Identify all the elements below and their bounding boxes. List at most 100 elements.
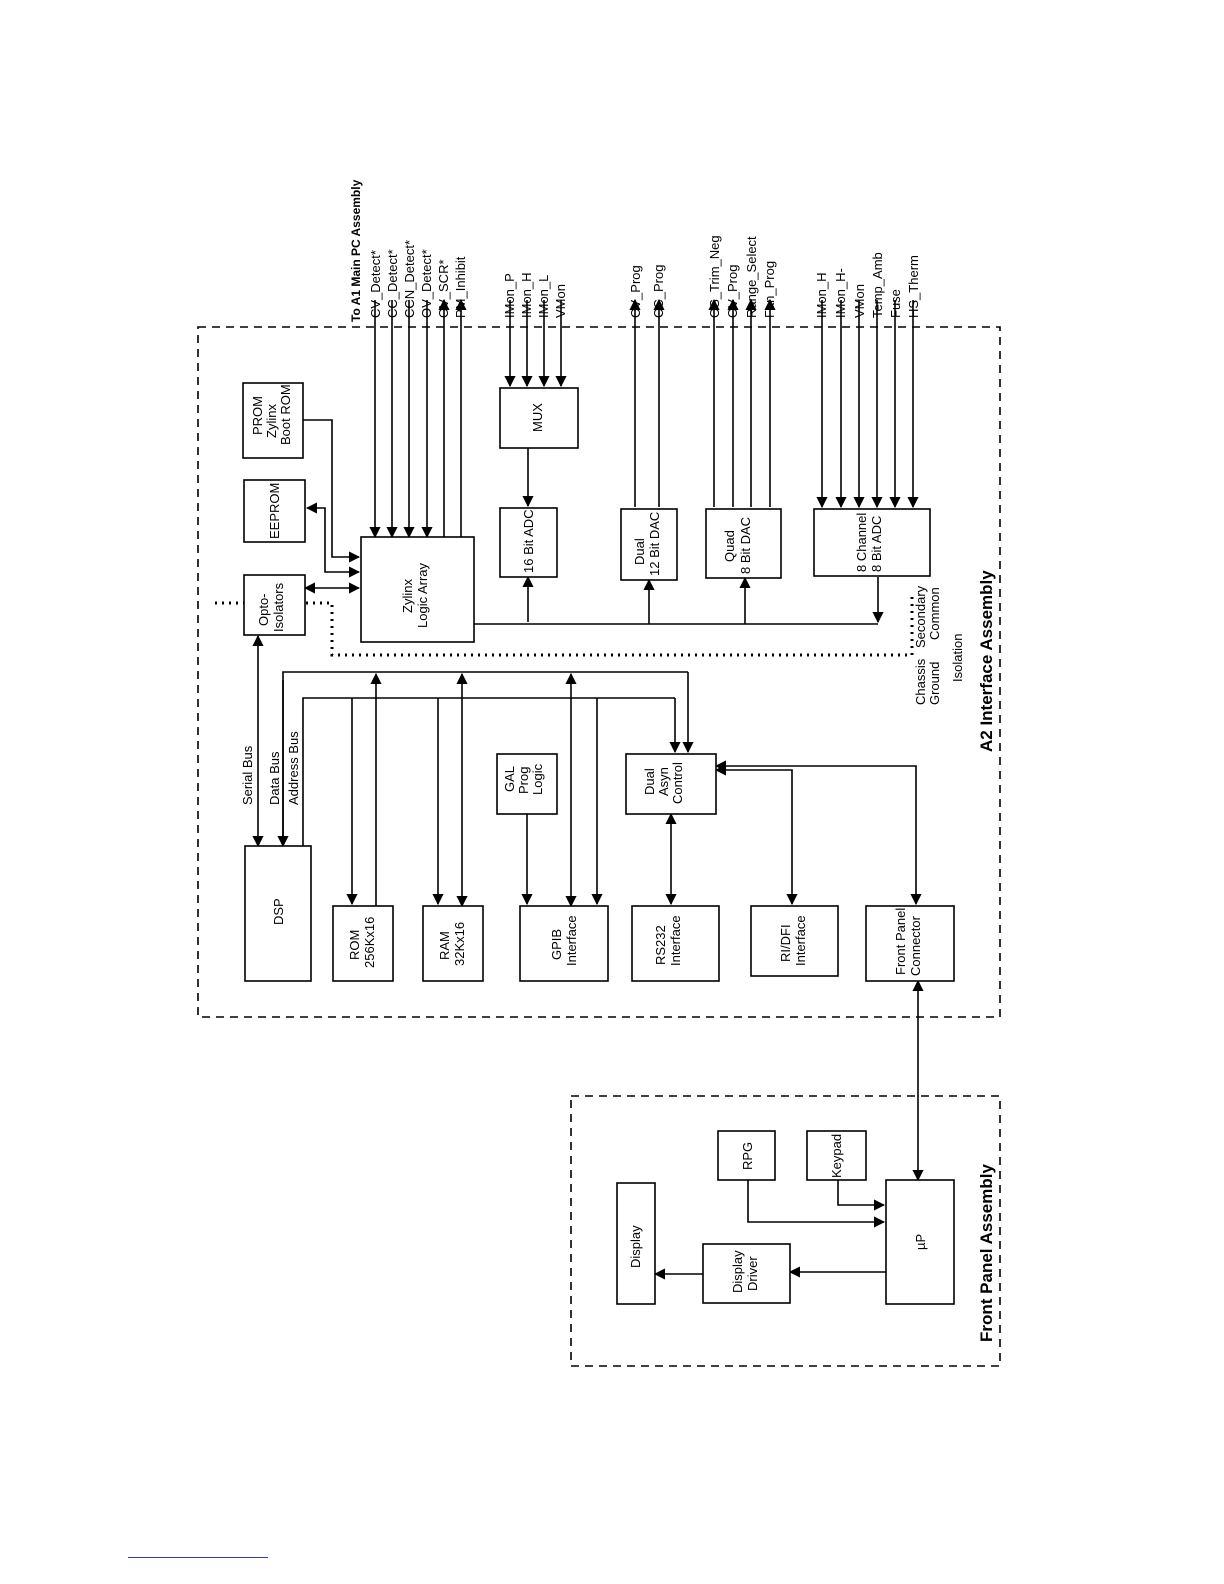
- quad-dac-signal-names: OS_Trim_Neg OV_Prog Range_Select Fan_Pro…: [707, 235, 777, 318]
- block-gpib-interface: GPIB Interface: [519, 905, 609, 982]
- adc8-signal-lines: [816, 300, 919, 509]
- block-label: Control: [670, 762, 685, 804]
- block-ridfi-interface: RI/DFI Interface: [750, 905, 839, 977]
- block-label: PROM: [250, 396, 265, 435]
- address-bus-label: Address Bus: [286, 731, 301, 805]
- block-label: Quad: [722, 530, 737, 562]
- isolation-labels: Secondary Common Chassis Ground Isolatio…: [913, 585, 965, 705]
- block-label: Opto-: [256, 593, 271, 626]
- adc8-signal-names: IMon_H IMon_H- VMon Temp_Amb Fuse HS_The…: [814, 252, 921, 318]
- block-label: Keypad: [829, 1134, 844, 1178]
- block-label: MUX: [530, 403, 545, 432]
- isolation-word-label: Isolation: [950, 634, 965, 682]
- block-ram: RAM 32Kx16: [422, 905, 484, 982]
- signal-label: IMon_H: [814, 272, 829, 318]
- block-label: RPG: [740, 1142, 755, 1170]
- block-label: GPIB: [549, 929, 564, 960]
- block-8channel-8bit-adc: 8 Channel 8 Bit ADC: [813, 508, 931, 577]
- block-microprocessor: µP: [885, 1179, 955, 1305]
- block-label: 8 Channel: [854, 513, 869, 572]
- block-label: Isolators: [271, 582, 286, 632]
- block-label: 8 Bit ADC: [869, 516, 884, 572]
- block-label: Front Panel: [893, 908, 908, 975]
- zylinx-signal-lines: [369, 298, 467, 539]
- block-label: Connector: [908, 915, 923, 976]
- block-dsp: DSP: [244, 845, 312, 982]
- internal-connections: [303, 419, 884, 625]
- mux-signal-names: IMon_P IMon_H IMon_L VMon: [502, 272, 568, 318]
- quad-dac-signal-lines: [708, 298, 776, 507]
- dual-dac-signal-lines: [629, 298, 665, 507]
- block-label: Display: [730, 1250, 745, 1293]
- block-label: Boot ROM: [278, 384, 293, 445]
- block-display: Display: [616, 1182, 656, 1305]
- bus-labels: Serial Bus Data Bus Address Bus: [240, 731, 301, 805]
- dual-dac-signal-names: CV_Prog CC_Prog: [628, 265, 666, 318]
- block-rpg: RPG: [717, 1130, 776, 1181]
- top-destination-label: To A1 Main PC Assembly: [349, 179, 363, 322]
- block-label: Interface: [564, 915, 579, 966]
- signal-label: Temp_Amb: [870, 252, 885, 318]
- block-label: Asyn: [656, 767, 671, 796]
- front-panel-assembly-title: Front Panel Assembly: [977, 1164, 996, 1342]
- block-quad-8bit-dac: Quad 8 Bit DAC: [705, 508, 782, 579]
- block-label: ROM: [347, 930, 362, 960]
- isolation-common-label: Common: [927, 587, 942, 640]
- block-rs232-interface: RS232 Interface: [631, 905, 720, 982]
- zylinx-signal-names: CV_Detect* CC_Detect* CCN_Detect* OV_Det…: [368, 240, 468, 318]
- block-keypad: Keypad: [806, 1130, 867, 1181]
- signal-label: CV_Detect*: [368, 250, 383, 318]
- signal-label: IMon_H-: [833, 268, 848, 318]
- signal-label: OS_Trim_Neg: [707, 235, 722, 318]
- block-label: Logic: [530, 763, 545, 795]
- block-gal-prog-logic: GAL Prog Logic: [496, 753, 558, 815]
- signal-label: IMon_P: [502, 273, 517, 318]
- block-label: Driver: [745, 1256, 760, 1291]
- block-zylinx-logic-array: Zylinx Logic Array: [360, 536, 475, 643]
- block-label: DSP: [271, 898, 286, 925]
- signal-label: IMon_H: [519, 272, 534, 318]
- signal-label: Range_Select: [744, 236, 759, 318]
- block-label: 256Kx16: [362, 917, 377, 968]
- block-dual-12bit-dac: Dual 12 Bit DAC: [620, 508, 678, 581]
- block-dual-async-control: Dual Asyn Control: [625, 753, 717, 815]
- block-display-driver: Display Driver: [702, 1243, 791, 1304]
- buses: [252, 634, 922, 908]
- block-eeprom: EEPROM: [243, 479, 306, 543]
- block-opto-isolators: Opto- Isolators: [243, 574, 306, 636]
- signal-label: OV_Detect*: [419, 249, 434, 318]
- signal-label: IMon_L: [536, 275, 551, 318]
- block-label: Interface: [793, 915, 808, 966]
- block-prom: PROM Zylinx Boot ROM: [242, 382, 304, 459]
- block-label: Interface: [668, 915, 683, 966]
- block-label: EEPROM: [267, 483, 282, 539]
- isolation-chassis-label: Chassis: [913, 658, 928, 705]
- signal-label: HS_Therm: [906, 255, 921, 318]
- block-label: µP: [913, 1234, 928, 1250]
- a2-assembly-title: A2 Interface Assembly: [977, 570, 996, 752]
- block-label: 12 Bit DAC: [647, 512, 662, 576]
- block-label: GAL: [502, 766, 517, 792]
- block-label: Dual: [632, 538, 647, 565]
- block-label: RI/DFI: [778, 924, 793, 962]
- block-label: RS232: [653, 925, 668, 965]
- signal-label: CC_Detect*: [385, 249, 400, 318]
- front-panel-connections: [653, 1180, 886, 1280]
- front-panel-assembly-boundary: [570, 1095, 1001, 1367]
- block-label: Zylinx: [264, 404, 279, 438]
- block-rom: ROM 256Kx16: [332, 905, 394, 982]
- block-label: 32Kx16: [452, 922, 467, 966]
- block-label: Dual: [642, 768, 657, 795]
- isolation-ground-label: Ground: [927, 662, 942, 705]
- serial-bus-label: Serial Bus: [240, 745, 255, 805]
- block-label: 8 Bit DAC: [738, 517, 753, 574]
- mux-signal-lines: [504, 300, 567, 388]
- block-label: Prog: [516, 767, 531, 794]
- footer-rule: [128, 1557, 268, 1558]
- block-label: Logic Array: [415, 562, 430, 628]
- block-label: 16 Bit ADC: [521, 509, 536, 573]
- a2-interface-assembly-boundary: [197, 326, 1001, 1018]
- block-front-panel-connector: Front Panel Connector: [865, 905, 955, 982]
- block-label: Display: [628, 1225, 643, 1268]
